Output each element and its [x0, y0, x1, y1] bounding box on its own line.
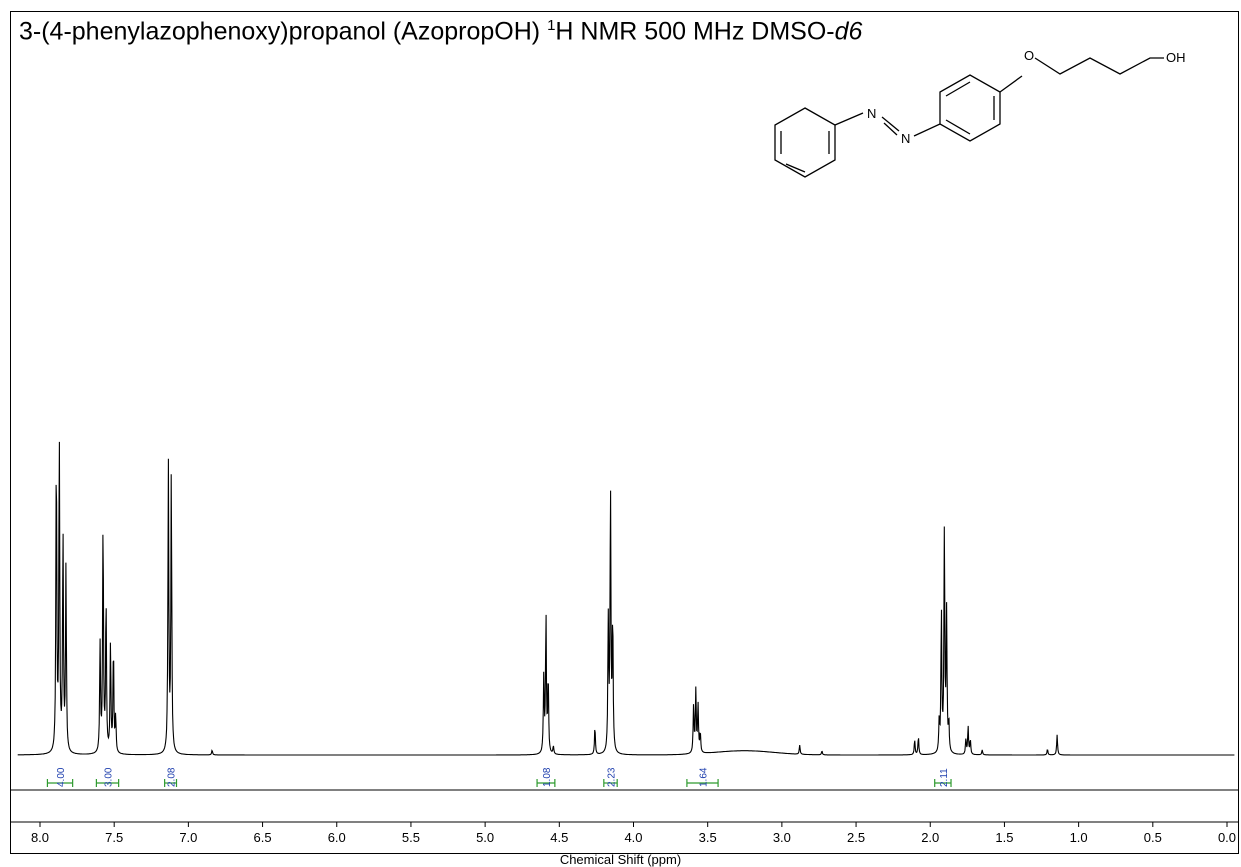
- phenyl-ring: [774, 107, 836, 178]
- integral-group: 4.00 3.00 2.08 1.08 2.23 1.64 2.11: [46, 767, 952, 787]
- integral-bracket: [934, 779, 952, 787]
- x-tick-label: 2.5: [847, 830, 865, 845]
- atom-label-oh: OH: [1166, 50, 1186, 65]
- title-superscript: 1: [547, 17, 556, 34]
- x-tick-label: 8.0: [31, 830, 49, 845]
- integral-label: 1.08: [542, 767, 553, 787]
- title-nucleus-text: H NMR 500 MHz DMSO-: [555, 17, 835, 46]
- x-tick-label: 4.5: [550, 830, 568, 845]
- integral-bracket: [686, 779, 719, 787]
- x-tick-label: 6.5: [254, 830, 272, 845]
- x-tick-label: 7.0: [179, 830, 197, 845]
- x-tick-label: 4.0: [624, 830, 642, 845]
- spectrum-trace: [17, 441, 1235, 756]
- integral-bracket: [164, 779, 178, 787]
- x-tick-label: 3.0: [773, 830, 791, 845]
- x-tick-label: 2.0: [921, 830, 939, 845]
- integral-bracket: [536, 779, 556, 787]
- integral-label: 2.11: [939, 768, 950, 787]
- bond-n-ar: [913, 123, 941, 137]
- structure-labels: N N O OH: [867, 48, 1186, 146]
- aryl-ring: [939, 74, 1001, 142]
- title-main: 3-(4-phenylazophenoxy)propanol (AzopropO…: [19, 17, 548, 46]
- bond-ar-o-upper: [1000, 52, 1022, 60]
- integral-label: 1.64: [698, 767, 709, 787]
- bond-n-n-double: [883, 122, 898, 136]
- bond-ar-o: [999, 75, 1023, 93]
- x-tick-label: 1.0: [1070, 830, 1088, 845]
- x-tick-label: 7.5: [105, 830, 123, 845]
- x-tick-label: 3.5: [699, 830, 717, 845]
- atom-label-n1: N: [867, 106, 876, 121]
- x-tick-label: 0.5: [1144, 830, 1162, 845]
- x-tick-label: 0.0: [1218, 830, 1236, 845]
- bond-n-n: [881, 116, 900, 132]
- title-solvent-italic: d6: [834, 17, 863, 46]
- bond-ph-n: [834, 112, 864, 126]
- integral-label: 2.08: [167, 767, 178, 787]
- x-tick-label: 1.5: [995, 830, 1013, 845]
- x-tick-label: 6.0: [328, 830, 346, 845]
- chart-title: 3-(4-phenylazophenoxy)propanol (AzopropO…: [19, 17, 862, 46]
- integral-bracket: [46, 779, 74, 787]
- integral-label: 3.00: [104, 767, 115, 787]
- atom-label-o: O: [1024, 48, 1034, 63]
- aryl-inner-bond: [945, 81, 971, 97]
- chart-frame: [10, 11, 1239, 854]
- integral-bracket: [95, 779, 120, 787]
- x-axis-ticks: 8.0 7.5 7.0 6.5 6.0 5.5 5.0 4.5 4.0 3.5 3.0 2.5 2.0 1…: [31, 822, 1236, 845]
- aryl-inner-bond: [945, 119, 971, 135]
- propyl-chain: [1034, 57, 1164, 75]
- phenyl-inner-bond: [785, 163, 806, 173]
- x-tick-label: 5.5: [402, 830, 420, 845]
- atom-label-n2: N: [901, 131, 910, 146]
- integral-bracket: [603, 779, 618, 787]
- integral-label: 4.00: [56, 767, 67, 787]
- x-tick-label: 5.0: [476, 830, 494, 845]
- x-axis-label: Chemical Shift (ppm): [559, 852, 682, 867]
- molecular-structure: [774, 52, 1164, 178]
- integral-label: 2.23: [607, 767, 618, 787]
